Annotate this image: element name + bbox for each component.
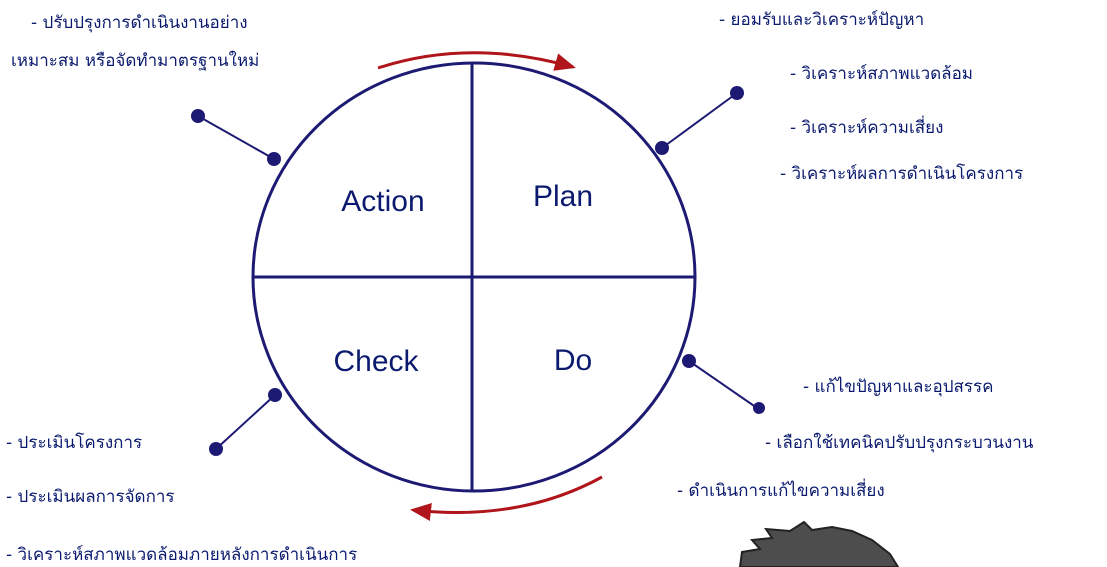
quadrant-check-label: Check: [333, 345, 419, 378]
connector-action: [191, 109, 281, 166]
check-note-3: - วิเคราะห์สภาพแวดล้อมภายหลังการดำเนินกา…: [6, 545, 358, 565]
cycle-arrow-bottom: [410, 475, 603, 521]
do-note-2: - เลือกใช้เทคนิคปรับปรุงกระบวนงาน: [765, 433, 1034, 453]
do-note-3: - ดำเนินการแก้ไขความเสี่ยง: [677, 481, 885, 501]
check-note-2: - ประเมินผลการจัดการ: [6, 487, 175, 507]
plan-note-3: - วิเคราะห์ความเสี่ยง: [790, 118, 944, 138]
do-note-1: - แก้ไขปัญหาและอุปสรรค: [803, 377, 994, 397]
quadrant-plan-label: Plan: [533, 180, 593, 213]
quadrant-action-label: Action: [341, 185, 424, 218]
cartoon-figure-partial: [738, 520, 900, 567]
plan-note-1: - ยอมรับและวิเคราะห์ปัญหา: [719, 10, 925, 30]
pdca-circle: [251, 61, 697, 493]
plan-note-4: - วิเคราะห์ผลการดำเนินโครงการ: [780, 164, 1024, 184]
connector-check: [209, 388, 282, 456]
action-note-2: เหมาะสม หรือจัดทำมาตรฐานใหม่: [11, 51, 260, 71]
quadrant-do-label: Do: [554, 344, 592, 377]
connector-do: [682, 354, 765, 414]
cycle-arrow-top: [377, 51, 576, 71]
plan-note-2: - วิเคราะห์สภาพแวดล้อม: [790, 64, 973, 84]
connector-plan: [655, 86, 744, 155]
action-note-1: - ปรับปรุงการดำเนินงานอย่าง: [31, 13, 248, 33]
check-note-1: - ประเมินโครงการ: [6, 433, 143, 453]
